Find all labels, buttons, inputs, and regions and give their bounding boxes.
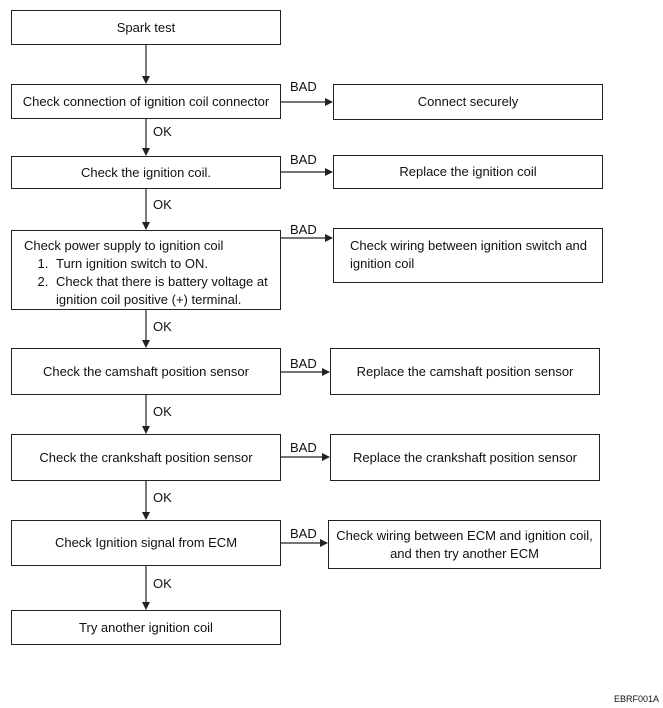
remedy-connect: Connect securely — [333, 84, 603, 120]
step-check-camshaft: Check the camshaft position sensor — [11, 348, 281, 395]
remedy-replace-crankshaft: Replace the crankshaft position sensor — [330, 434, 600, 481]
figure-code: EBRF001A — [613, 694, 659, 704]
bad-label: BAD — [290, 152, 317, 167]
step-try-coil: Try another ignition coil — [11, 610, 281, 645]
power-step-1: Turn ignition switch to ON. — [52, 255, 274, 273]
bad-label: BAD — [290, 526, 317, 541]
remedy-check-wiring-switch: Check wiring between ignition switch and… — [333, 228, 603, 283]
ok-label: OK — [153, 576, 172, 591]
ok-label: OK — [153, 319, 172, 334]
bad-label: BAD — [290, 222, 317, 237]
step-check-power: Check power supply to ignition coil Turn… — [11, 230, 281, 310]
step-check-connection: Check connection of ignition coil connec… — [11, 84, 281, 119]
power-steps-list: Turn ignition switch to ON. Check that t… — [24, 255, 274, 309]
ok-label: OK — [153, 197, 172, 212]
step-check-crankshaft: Check the crankshaft position sensor — [11, 434, 281, 481]
power-step-2: Check that there is battery voltage at i… — [52, 273, 274, 309]
remedy-check-wiring-ecm: Check wiring between ECM and ignition co… — [328, 520, 601, 569]
ok-label: OK — [153, 124, 172, 139]
bad-label: BAD — [290, 356, 317, 371]
remedy-replace-coil: Replace the ignition coil — [333, 155, 603, 189]
ok-label: OK — [153, 490, 172, 505]
step-check-coil: Check the ignition coil. — [11, 156, 281, 189]
bad-label: BAD — [290, 79, 317, 94]
step-spark-test: Spark test — [11, 10, 281, 45]
bad-label: BAD — [290, 440, 317, 455]
power-title: Check power supply to ignition coil — [24, 238, 224, 253]
step-check-signal: Check Ignition signal from ECM — [11, 520, 281, 566]
ok-label: OK — [153, 404, 172, 419]
remedy-replace-camshaft: Replace the camshaft position sensor — [330, 348, 600, 395]
